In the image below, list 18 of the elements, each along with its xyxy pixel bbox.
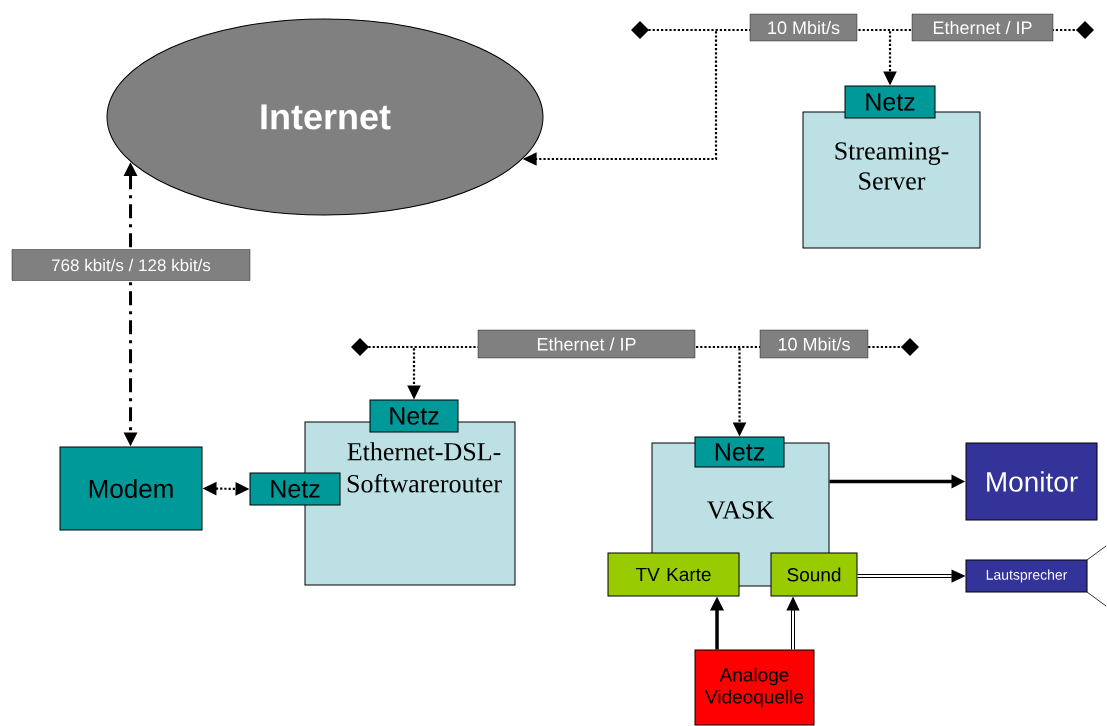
card-box: Sound (770, 552, 858, 597)
network-tab: Netz (694, 436, 785, 468)
bus-label: 10 Mbit/s (749, 13, 858, 42)
server-box: Streaming-Server (802, 111, 981, 249)
arrow (786, 597, 800, 651)
source-box: Analoge Videoquelle (694, 649, 815, 726)
network-tab: Netz (844, 85, 936, 119)
speaker-box: Lautsprecher (965, 559, 1088, 593)
network-tab: Netz (369, 399, 459, 433)
bus-label: Ethernet / IP (477, 329, 696, 359)
network-tab: Netz (249, 472, 341, 506)
edge-label: 768 kbit/s / 128 kbit/s (11, 249, 251, 281)
bus-label: 10 Mbit/s (759, 329, 869, 359)
card-box: TV Karte (607, 552, 740, 597)
monitor-box: Monitor (965, 442, 1098, 521)
arrow (856, 569, 965, 583)
bus-label: Ethernet / IP (911, 13, 1054, 42)
modem-box: Modem (59, 446, 203, 531)
